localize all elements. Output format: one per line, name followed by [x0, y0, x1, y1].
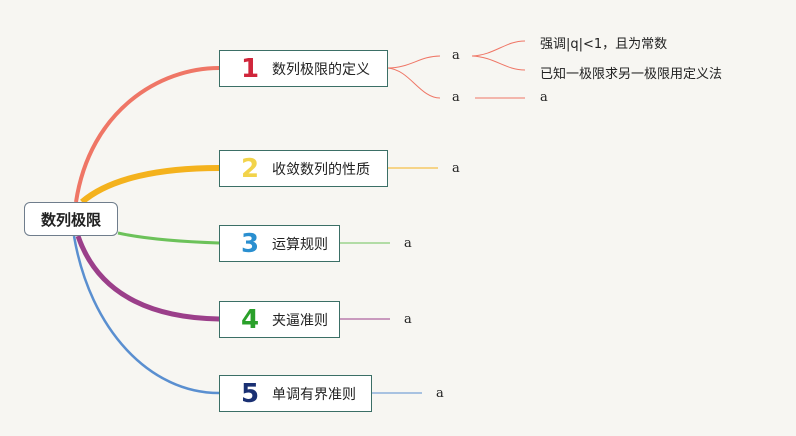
branch-topic-1[interactable]: 1 数列极限的定义	[219, 50, 388, 87]
branch-topic-5[interactable]: 5 单调有界准则	[219, 375, 372, 412]
subtopic-b4-a[interactable]: a	[404, 312, 412, 327]
link-root-branch-5	[72, 235, 220, 395]
root-topic[interactable]: 数列极限	[24, 202, 118, 236]
link-a1-c2	[471, 55, 526, 71]
number-5-icon: 5	[240, 378, 260, 409]
subtopic-b1-a2[interactable]: a	[452, 90, 460, 105]
branch-topic-2[interactable]: 2 收敛数列的性质	[219, 150, 388, 187]
link-root-branch-3	[117, 231, 220, 245]
link-root-branch-2	[80, 165, 220, 205]
branch-topic-3[interactable]: 3 运算规则	[219, 225, 340, 262]
root-topic-label: 数列极限	[40, 210, 101, 229]
branch-topic-3-label: 运算规则	[272, 236, 328, 253]
branch-topic-4-label: 夹逼准则	[272, 312, 328, 329]
link-root-branch-1	[74, 66, 220, 203]
branch-topic-2-label: 收敛数列的性质	[272, 161, 370, 178]
link-b1-a2	[387, 67, 441, 99]
subtopic-b2-a[interactable]: a	[452, 161, 460, 176]
link-b1-a1	[387, 55, 441, 69]
branch-topic-4[interactable]: 4 夹逼准则	[219, 301, 340, 338]
link-root-branch-4	[75, 235, 220, 322]
branch-topic-1-label: 数列极限的定义	[272, 61, 370, 78]
subtopic-b1-a2-c1[interactable]: a	[540, 90, 548, 105]
number-1-icon: 1	[240, 53, 260, 84]
subtopic-b1-a1[interactable]: a	[452, 48, 460, 63]
subtopic-b5-a[interactable]: a	[436, 386, 444, 401]
branch-topic-5-label: 单调有界准则	[272, 386, 356, 403]
subtopic-b1-a1-c1[interactable]: 强调|q|<1，且为常数	[540, 37, 668, 52]
subtopic-b3-a[interactable]: a	[404, 236, 412, 251]
number-3-icon: 3	[240, 228, 260, 259]
subtopic-b1-a1-c2[interactable]: 已知一极限求另一极限用定义法	[540, 67, 723, 82]
number-2-icon: 2	[240, 153, 260, 184]
number-4-icon: 4	[240, 304, 260, 335]
link-a1-c1	[471, 40, 526, 57]
